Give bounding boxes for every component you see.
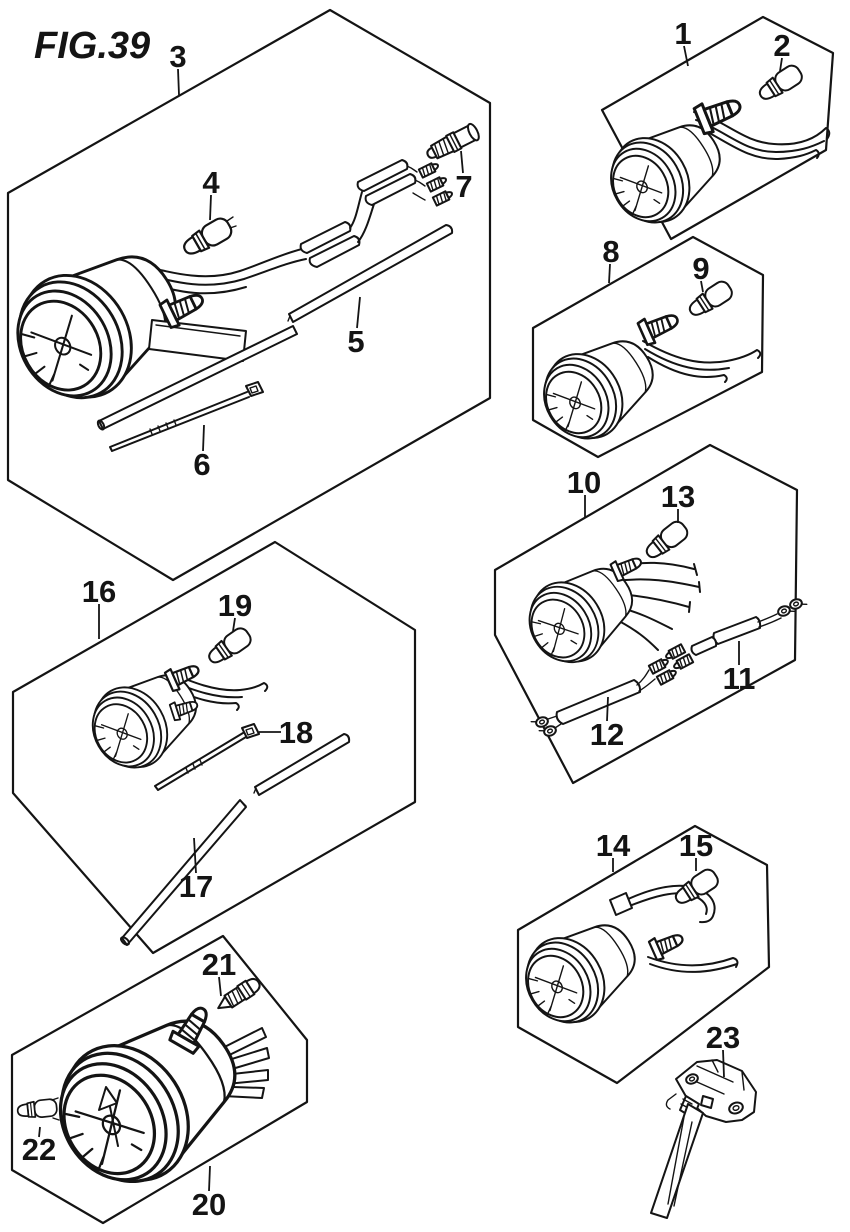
callout-leader-12 — [606, 696, 609, 722]
bulb-13 — [640, 517, 692, 564]
callout-leader-5 — [356, 296, 361, 329]
tube-5 — [96, 224, 454, 431]
callout-leader-19 — [232, 617, 236, 632]
callout-part-20[interactable]: 20 — [192, 1187, 226, 1222]
assembly-meter-16 — [76, 624, 351, 946]
mounting-stud — [609, 550, 646, 583]
connector-sleeve — [299, 221, 352, 254]
lever-clamp-23 — [650, 1059, 757, 1219]
callout-part-15[interactable]: 15 — [679, 828, 713, 863]
callout-part-4[interactable]: 4 — [202, 165, 220, 200]
group-boundary-3 — [6, 8, 492, 582]
callout-leader-20 — [208, 1165, 211, 1192]
callout-part-9[interactable]: 9 — [692, 251, 709, 286]
connector-sleeve — [364, 173, 417, 206]
connector-sleeve — [356, 159, 409, 192]
callout-part-21[interactable]: 21 — [202, 947, 236, 982]
callout-part-14[interactable]: 14 — [596, 828, 631, 863]
callout-part-18[interactable]: 18 — [279, 715, 313, 750]
callout-part-6[interactable]: 6 — [193, 447, 210, 482]
callout-leader-6 — [202, 424, 205, 452]
callout-part-2[interactable]: 2 — [773, 28, 790, 63]
callout-leader-21 — [218, 976, 222, 997]
callout-leader-8 — [608, 263, 611, 284]
callout-part-12[interactable]: 12 — [590, 717, 624, 752]
callout-part-19[interactable]: 19 — [218, 588, 252, 623]
bullet-connector — [431, 188, 455, 207]
lever-arm — [650, 1103, 704, 1219]
callout-leader-9 — [700, 280, 704, 293]
group-boundary-16 — [11, 540, 417, 955]
assembly-meter-14 — [509, 865, 739, 1040]
assembly-meter-3 — [0, 121, 483, 452]
figure-title: FIG.39 — [34, 25, 150, 67]
cable-tie-18 — [154, 723, 260, 791]
bullet-connector — [417, 160, 441, 179]
callout-part-8[interactable]: 8 — [602, 234, 619, 269]
mounting-stud — [647, 926, 688, 963]
callout-leader-17 — [193, 837, 197, 874]
callout-leader-4 — [209, 194, 212, 221]
callout-leader-22 — [38, 1126, 41, 1138]
group-boundary-20 — [10, 934, 309, 1225]
assembly-meter-1 — [594, 61, 831, 240]
assembly-meter-8 — [527, 277, 762, 456]
group-boundary-10 — [493, 443, 799, 785]
callout-leader-2 — [779, 57, 783, 72]
meter-gauge-20 — [32, 987, 267, 1210]
group-boundary-14 — [516, 824, 771, 1085]
wire-harness-11 — [712, 595, 808, 645]
callout-part-23[interactable]: 23 — [706, 1020, 740, 1055]
cable-tie-6 — [109, 381, 264, 452]
group-boundaries — [6, 8, 835, 1225]
bulb-19 — [203, 624, 255, 669]
mounting-stud — [692, 89, 747, 137]
callout-part-10[interactable]: 10 — [567, 465, 601, 500]
connector-sleeve — [308, 235, 361, 268]
callout-part-17[interactable]: 17 — [179, 869, 213, 904]
callout-part-3[interactable]: 3 — [169, 39, 186, 74]
callout-part-13[interactable]: 13 — [661, 479, 695, 514]
wire-harness-12 — [530, 636, 718, 740]
bulb-4 — [178, 214, 237, 261]
callout-part-22[interactable]: 22 — [22, 1132, 56, 1167]
callout-leader-3 — [177, 68, 180, 96]
socket-bulb-7 — [422, 121, 483, 165]
group-boundary-8 — [531, 235, 765, 459]
needle — [98, 1086, 119, 1147]
mounting-stud — [636, 305, 684, 348]
callout-part-5[interactable]: 5 — [347, 324, 364, 359]
assembly-meter-20 — [15, 974, 270, 1210]
callout-part-7[interactable]: 7 — [455, 169, 472, 204]
callout-leader-1 — [683, 45, 689, 67]
callout-part-1[interactable]: 1 — [674, 16, 691, 51]
bullet-connector — [425, 174, 449, 193]
tube-17 — [119, 733, 351, 946]
meter-gauge-14 — [509, 904, 654, 1040]
callout-part-11[interactable]: 11 — [723, 661, 756, 696]
callout-leader-23 — [722, 1049, 725, 1078]
bulb-22 — [15, 1097, 59, 1121]
callout-leader-7 — [460, 150, 464, 174]
assembly-meter-10 — [513, 517, 808, 740]
callout-part-16[interactable]: 16 — [82, 574, 116, 609]
